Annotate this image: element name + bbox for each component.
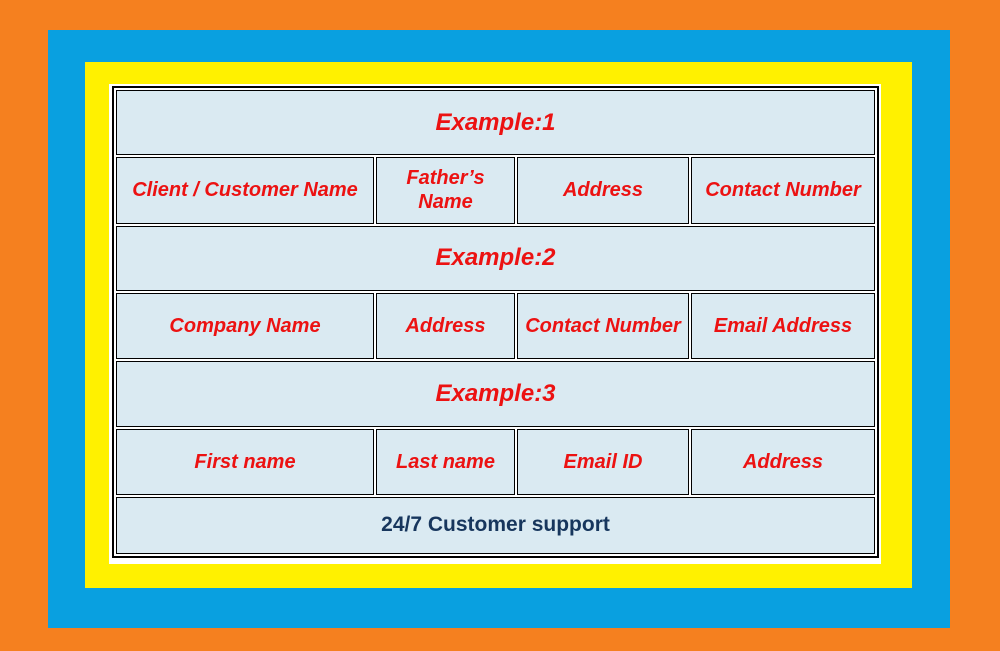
section-3-column-header-4: Address bbox=[691, 428, 875, 495]
section-1-column-header-4: Contact Number bbox=[691, 157, 875, 224]
section-1-title-row: Example:1 bbox=[116, 90, 875, 156]
examples-table: Example:1 Client / Customer Name Father’… bbox=[112, 86, 879, 558]
section-3-title: Example:3 bbox=[116, 361, 875, 427]
section-2-column-header-4: Email Address bbox=[691, 292, 875, 360]
section-1-column-header-3: Address bbox=[517, 157, 689, 224]
section-1-column-header-1: Client / Customer Name bbox=[116, 157, 374, 224]
section-2-title-row: Example:2 bbox=[116, 225, 875, 291]
footer-row: 24/7 Customer support bbox=[116, 496, 875, 554]
section-1-title: Example:1 bbox=[116, 90, 875, 156]
section-1-column-header-2: Father’s Name bbox=[376, 157, 515, 224]
section-2-column-header-1: Company Name bbox=[116, 292, 374, 360]
section-3-header-row: First name Last name Email ID Address bbox=[116, 428, 875, 495]
section-3-column-header-3: Email ID bbox=[517, 428, 689, 495]
section-3-title-row: Example:3 bbox=[116, 361, 875, 427]
section-2-title: Example:2 bbox=[116, 225, 875, 291]
section-3-column-header-2: Last name bbox=[376, 428, 515, 495]
section-2-column-header-3: Contact Number bbox=[517, 292, 689, 360]
section-3-column-header-1: First name bbox=[116, 428, 374, 495]
footer-note: 24/7 Customer support bbox=[116, 496, 875, 554]
section-1-header-row: Client / Customer Name Father’s Name Add… bbox=[116, 157, 875, 224]
section-2-column-header-2: Address bbox=[376, 292, 515, 360]
section-2-header-row: Company Name Address Contact Number Emai… bbox=[116, 292, 875, 360]
